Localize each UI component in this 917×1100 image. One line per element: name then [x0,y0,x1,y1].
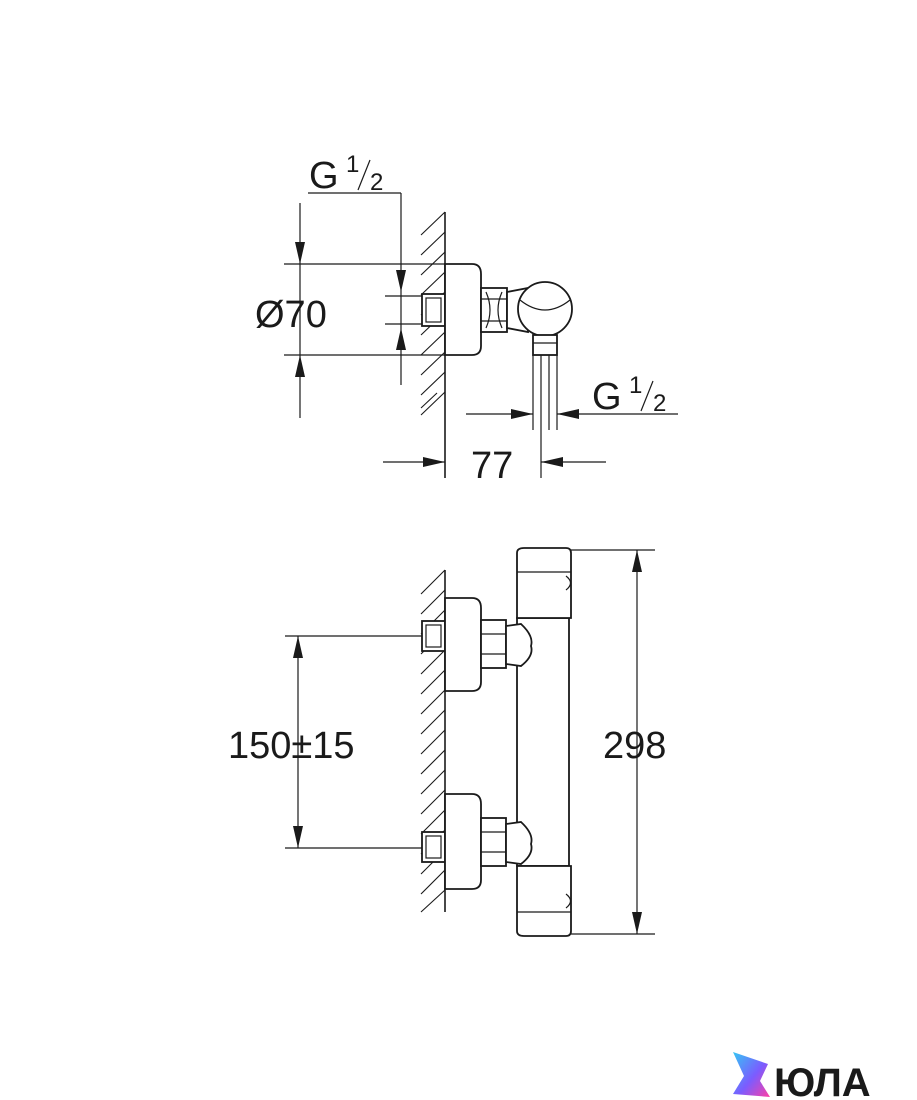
thread-inlet-frac-num: 1 [346,151,359,178]
escutcheon-top [444,263,482,356]
hex-nut-upper [480,619,507,669]
thread-inlet-frac-den: 2 [370,169,383,196]
escutcheon-lower [444,793,482,890]
height-label: 298 [603,725,666,767]
thread-inlet-label: G [309,155,339,197]
elbow-lower [505,821,533,865]
thread-outlet-label: G [592,376,622,418]
escutcheon-upper [444,597,482,692]
diameter-label: Ø70 [255,294,327,336]
hex-nut-lower [480,817,507,867]
brand-name: ЮЛА [774,1061,871,1100]
elbow-upper [505,623,533,667]
brand-star-icon [733,1052,770,1097]
outlet-nipple [532,334,558,356]
thread-outlet-frac-num: 1 [629,372,642,399]
front-view: 150±15 298 [228,547,666,937]
top-handle [516,547,572,619]
depth-label: 77 [471,445,513,487]
bottom-handle [516,865,572,937]
mixer-body-round [517,281,573,337]
brand-logo: ЮЛА [733,1052,871,1100]
hex-nut-top [480,287,508,333]
thread-outlet-frac-den: 2 [653,390,666,417]
top-view: G 1 2 Ø70 77 G 1 2 [255,151,678,487]
spacing-label: 150±15 [228,725,355,767]
